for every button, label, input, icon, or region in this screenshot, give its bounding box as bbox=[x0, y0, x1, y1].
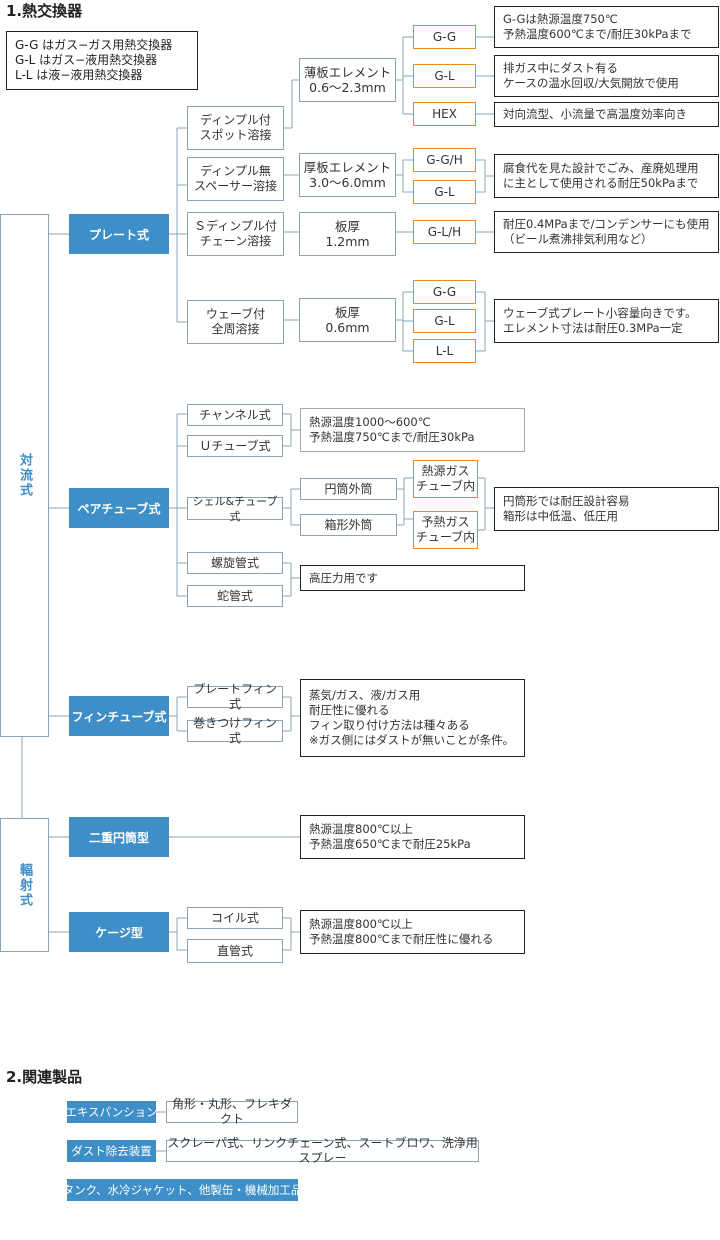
pair-item-spiral: 螺旋管式 bbox=[187, 552, 283, 574]
note-gg: G-Gは熱源温度750℃ 予熱温度600℃まで/耐圧30kPaまで bbox=[494, 6, 719, 48]
note-cage: 熱源温度800℃以上 予熱温度800℃まで耐圧性に優れる bbox=[300, 910, 525, 954]
note-hex: 対向流型、小流量で高温度効率向き bbox=[494, 102, 719, 127]
shell-box: 箱形外筒 bbox=[300, 514, 397, 536]
code-gl-wave: G-L bbox=[413, 309, 476, 333]
inner-preheat-gas: 予熱ガス チューブ内 bbox=[413, 511, 478, 549]
plate-weld-dimple-spot: ディンプル付 スポット溶接 bbox=[187, 106, 284, 150]
plate-weld-spacer: ディンプル無 スペーサー溶接 bbox=[187, 157, 284, 201]
code-hex: HEX bbox=[413, 102, 476, 126]
type-plate: プレート式 bbox=[69, 214, 169, 254]
element-s-dimple: 板厚 1.2mm bbox=[299, 212, 396, 256]
pair-item-u-tube: Ｕチューブ式 bbox=[187, 435, 283, 457]
category-radiation-label: 輻射式 bbox=[17, 862, 32, 908]
related-dust-desc: スクレーパ式、リンクチェーン式、スートブロワ、洗浄用スプレー bbox=[166, 1136, 479, 1165]
code-gg-h: G-G/H bbox=[413, 148, 476, 172]
fin-item-wrapped: 巻きつけフィン式 bbox=[187, 716, 283, 745]
element-wave: 板厚 0.6mm bbox=[299, 298, 396, 342]
code-gg: G-G bbox=[413, 25, 476, 49]
note-gl: 排ガス中にダスト有る ケースの温水回収/大気開放で使用 bbox=[494, 55, 719, 97]
note-double-cylinder: 熱源温度800℃以上 予熱温度650℃まで耐圧25kPa bbox=[300, 815, 525, 859]
plate-weld-wave: ウェーブ付 全周溶接 bbox=[187, 300, 284, 344]
note-s-dimple: 耐圧0.4MPaまで/コンデンサーにも使用 （ビール煮沸排気利用など） bbox=[494, 211, 719, 253]
category-convection: 対流式 bbox=[0, 214, 49, 737]
legend-box: G-G はガス−ガス用熱交換器 G-L はガス−液用熱交換器 L-L は液−液用… bbox=[6, 31, 198, 90]
cage-item-straight: 直管式 bbox=[187, 939, 283, 963]
type-fin-tube: フィンチューブ式 bbox=[69, 696, 169, 736]
code-gl-h: G-L/H bbox=[413, 220, 476, 244]
code-ll-wave: L-L bbox=[413, 339, 476, 363]
section-heading-heat-exchanger: 1.熱交換器 bbox=[6, 2, 83, 20]
fin-item-plate: プレートフィン式 bbox=[187, 682, 283, 711]
pair-item-serpentine: 蛇管式 bbox=[187, 585, 283, 607]
shell-cylinder: 円筒外筒 bbox=[300, 478, 397, 500]
note-channel: 熱源温度1000〜600℃ 予熱温度750℃まで/耐圧30kPa bbox=[300, 408, 525, 452]
note-fin: 蒸気/ガス、液/ガス用 耐圧性に優れる フィン取り付け方法は種々ある ※ガス側に… bbox=[300, 679, 525, 757]
note-thick: 腐食代を見た設計でごみ、産廃処理用 に主として使用される耐圧50kPaまで bbox=[494, 154, 719, 198]
element-thin: 薄板エレメント 0.6〜2.3mm bbox=[299, 58, 396, 102]
type-cage: ケージ型 bbox=[69, 912, 169, 952]
inner-heat-gas: 熱源ガス チューブ内 bbox=[413, 460, 478, 498]
category-convection-label: 対流式 bbox=[17, 453, 32, 498]
pair-item-shell-tube: シェル&チューブ式 bbox=[187, 495, 283, 523]
code-gg-wave: G-G bbox=[413, 280, 476, 304]
note-spiral: 高圧力用です bbox=[300, 565, 525, 591]
related-tank-label: タンク、水冷ジャケット、他製缶・機械加工品 bbox=[63, 1179, 302, 1201]
element-thick: 厚板エレメント 3.0〜6.0mm bbox=[299, 153, 396, 197]
note-shell: 円筒形では耐圧設計容易 箱形は中低温、低圧用 bbox=[494, 487, 719, 531]
category-radiation: 輻射式 bbox=[0, 818, 49, 952]
cage-item-coil: コイル式 bbox=[187, 907, 283, 929]
type-pair-tube: ペアチューブ式 bbox=[69, 488, 169, 528]
plate-weld-chain: Ｓディンプル付 チェーン溶接 bbox=[187, 212, 284, 256]
related-expansion-desc: 角形・丸形、フレキダクト bbox=[166, 1097, 298, 1126]
section-heading-related: 2.関連製品 bbox=[6, 1068, 83, 1086]
type-double-cylinder: 二重円筒型 bbox=[69, 817, 169, 857]
note-wave: ウェーブ式プレート小容量向きです。 エレメント寸法は耐圧0.3MPa一定 bbox=[494, 299, 719, 343]
pair-item-channel: チャンネル式 bbox=[187, 404, 283, 426]
code-gl: G-L bbox=[413, 64, 476, 88]
code-gl-thick: G-L bbox=[413, 180, 476, 204]
related-expansion-label: エキスパンション bbox=[65, 1101, 158, 1123]
related-dust-label: ダスト除去装置 bbox=[67, 1140, 156, 1162]
